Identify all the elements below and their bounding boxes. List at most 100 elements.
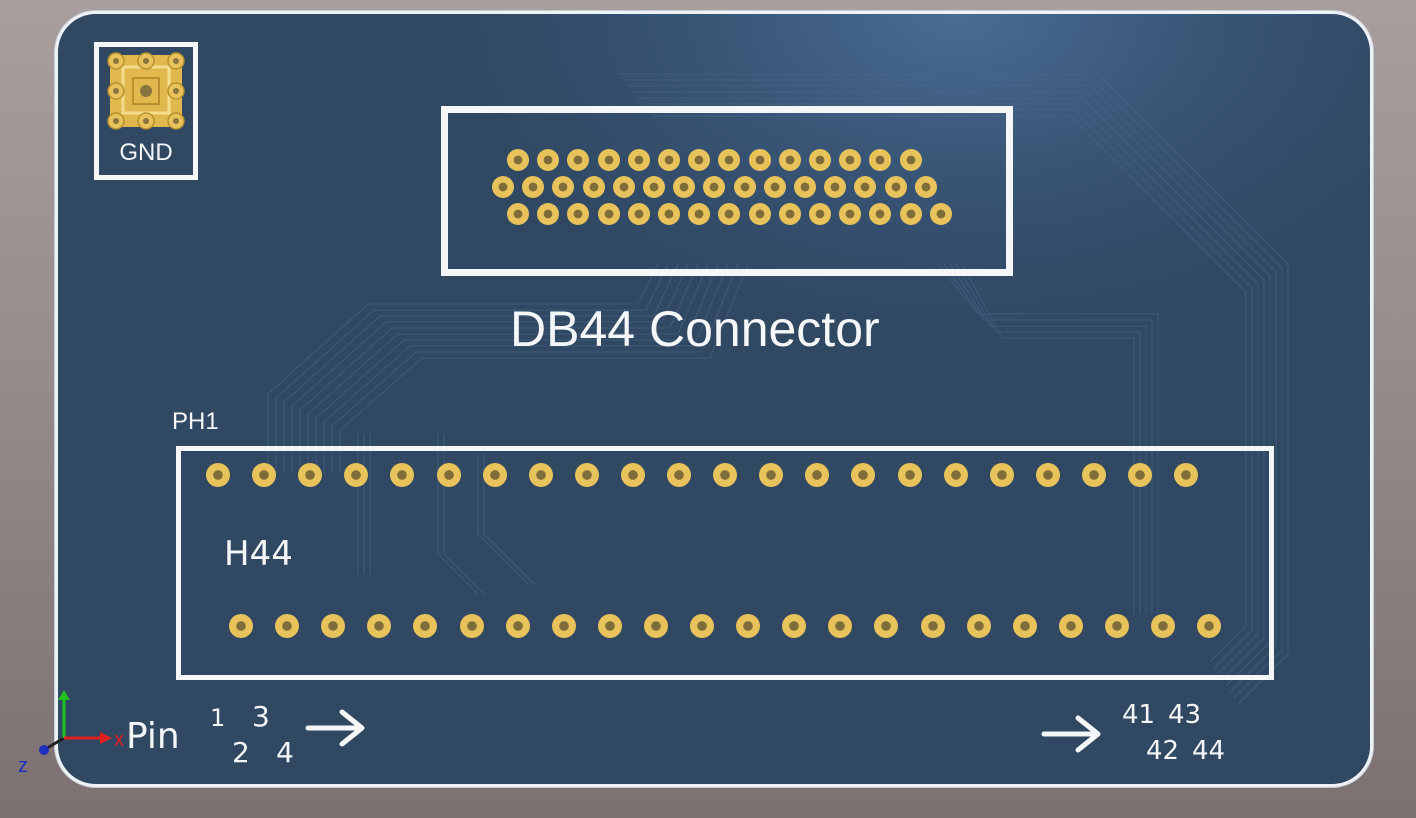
db44-pad bbox=[824, 176, 847, 198]
part-label: H44 bbox=[224, 534, 293, 574]
pin-legend-1: 1 bbox=[210, 704, 226, 732]
db44-pad bbox=[658, 203, 680, 225]
header-pad bbox=[459, 614, 484, 638]
db44-pad bbox=[839, 203, 862, 225]
db44-pad bbox=[854, 176, 877, 198]
header-pad bbox=[1128, 463, 1152, 487]
header-pad bbox=[413, 614, 438, 638]
header-pad bbox=[1197, 614, 1222, 638]
pin-legend-43: 43 bbox=[1168, 700, 1202, 730]
db44-pad bbox=[778, 149, 801, 171]
header-pad bbox=[1174, 463, 1199, 487]
header-pad bbox=[505, 614, 530, 638]
header-pad bbox=[275, 614, 300, 638]
header-pad bbox=[298, 463, 323, 487]
header-pad bbox=[206, 463, 230, 487]
db44-pad bbox=[627, 203, 650, 225]
db44-pad bbox=[839, 149, 862, 171]
header-pad bbox=[828, 614, 853, 638]
header-pad bbox=[344, 463, 369, 487]
header-pad bbox=[551, 614, 576, 638]
header-pad bbox=[436, 463, 461, 487]
header-pad bbox=[989, 463, 1014, 487]
header-pad bbox=[1081, 463, 1106, 487]
db44-pad bbox=[582, 176, 605, 198]
pcb-board: GND DB44 Connector PH1 H44 Pin 1 3 2 4 4… bbox=[58, 14, 1370, 784]
db44-pad bbox=[794, 176, 816, 198]
gnd-logo: GND bbox=[94, 42, 198, 180]
header-pad bbox=[574, 463, 599, 487]
db44-pad bbox=[748, 149, 771, 171]
header-pad bbox=[528, 463, 553, 487]
board-title: DB44 Connector bbox=[510, 301, 880, 357]
db44-pad bbox=[567, 149, 590, 171]
gnd-label: GND bbox=[119, 139, 173, 166]
header-pad bbox=[943, 463, 968, 487]
header-pad bbox=[597, 614, 622, 638]
pin-legend-4: 4 bbox=[276, 736, 294, 769]
header-pad bbox=[874, 614, 899, 638]
db44-pad bbox=[809, 149, 831, 171]
db44-pad bbox=[869, 203, 892, 225]
axis-gizmo: x z bbox=[18, 690, 124, 777]
header-outline bbox=[176, 446, 1274, 680]
header-pad bbox=[897, 463, 922, 487]
db44-pad bbox=[507, 149, 529, 171]
db44-pad bbox=[597, 203, 620, 225]
db44-pad bbox=[718, 203, 741, 225]
db44-pad bbox=[612, 176, 635, 198]
db44-pad bbox=[567, 203, 590, 225]
header-pad bbox=[667, 463, 691, 487]
header-pad bbox=[620, 463, 645, 487]
db44-pad bbox=[733, 176, 756, 198]
header-pad bbox=[759, 463, 784, 487]
header-pad bbox=[851, 463, 876, 487]
header-pad bbox=[1151, 614, 1175, 638]
db44-pad bbox=[929, 203, 952, 225]
header-pad bbox=[1012, 614, 1037, 638]
header-pad bbox=[782, 614, 807, 638]
header-pad bbox=[1035, 463, 1060, 487]
arrow-right-icon bbox=[1041, 715, 1101, 753]
pin-legend-prefix: Pin bbox=[126, 716, 180, 757]
header-pad bbox=[643, 614, 668, 638]
db44-pad bbox=[537, 149, 560, 171]
db44-pad bbox=[884, 176, 907, 198]
pin-legend-3: 3 bbox=[252, 700, 270, 733]
db44-pad bbox=[552, 176, 575, 198]
db44-connector-outline bbox=[441, 106, 1013, 276]
header-pad bbox=[713, 463, 738, 487]
x-axis-label: x bbox=[114, 729, 124, 751]
db44-pad bbox=[537, 203, 560, 225]
pin-legend-41: 41 bbox=[1122, 700, 1156, 730]
header-pad bbox=[482, 463, 507, 487]
db44-pad bbox=[688, 203, 711, 225]
db44-pad bbox=[809, 203, 831, 225]
db44-pad bbox=[748, 203, 771, 225]
header-pad bbox=[229, 614, 253, 638]
header-pad bbox=[367, 614, 392, 638]
ref-designator: PH1 bbox=[172, 408, 219, 435]
header-pad bbox=[736, 614, 761, 638]
header-pad bbox=[252, 463, 277, 487]
db44-pad bbox=[522, 176, 545, 198]
db44-pad bbox=[492, 176, 514, 198]
header-pad bbox=[1058, 614, 1083, 638]
db44-pad bbox=[763, 176, 786, 198]
db44-pad bbox=[507, 203, 529, 225]
db44-pad bbox=[899, 203, 922, 225]
z-axis-label: z bbox=[18, 755, 28, 777]
db44-pad bbox=[703, 176, 726, 198]
header-pad bbox=[920, 614, 945, 638]
db44-pad bbox=[869, 149, 892, 171]
db44-pad bbox=[718, 149, 741, 171]
gnd-pad-icon bbox=[107, 52, 185, 130]
arrow-right-icon bbox=[305, 709, 365, 747]
db44-pad bbox=[597, 149, 620, 171]
header-pad bbox=[1104, 614, 1129, 638]
db44-pad bbox=[778, 203, 801, 225]
db44-pad bbox=[914, 176, 937, 198]
header-pad bbox=[390, 463, 415, 487]
db44-pad bbox=[658, 149, 680, 171]
